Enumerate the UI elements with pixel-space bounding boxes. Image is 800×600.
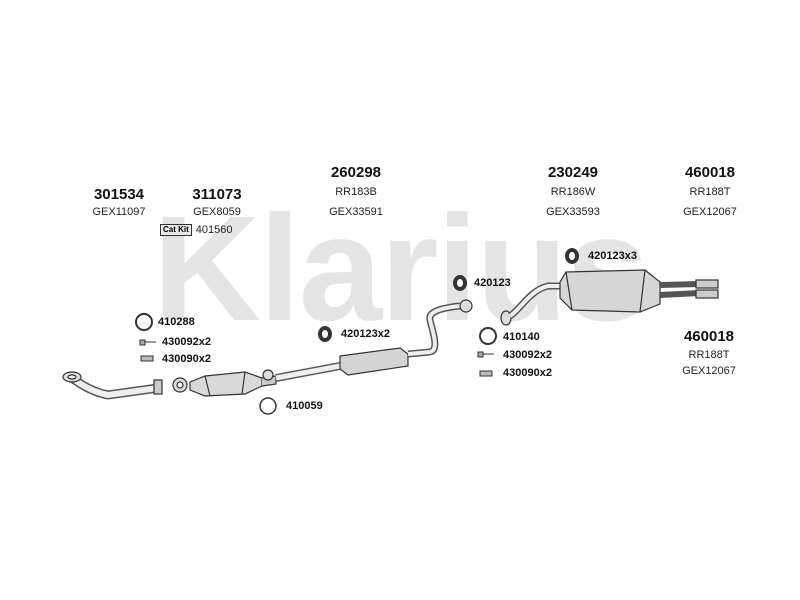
centre-silencer — [275, 299, 473, 382]
label-410140: 410140 — [503, 331, 540, 343]
nut-right-icon — [479, 370, 493, 377]
rear-silencer — [500, 269, 719, 326]
label-430092-left: 430092x2 — [162, 336, 211, 348]
part-ref-rear-2: RR188T — [688, 349, 730, 361]
part-sub-centre-silencer: GEX33591 — [329, 206, 383, 218]
nut-icon — [140, 355, 154, 362]
part-sub-front-pipe: GEX11097 — [92, 206, 146, 218]
label-420123x2: 420123x2 — [341, 328, 390, 340]
part-ref-rear-silencer: RR186W — [550, 186, 596, 198]
part-number-centre-silencer: 260298 — [330, 164, 382, 181]
label-420123x3: 420123x3 — [588, 250, 637, 262]
label-420123: 420123 — [474, 277, 511, 289]
part-number-front-pipe: 301534 — [93, 186, 145, 203]
part-ref-tailpipe: RR188T — [689, 186, 731, 198]
label-410059: 410059 — [286, 400, 323, 412]
part-ref-centre-silencer: RR183B — [335, 186, 377, 198]
front-pipe — [62, 371, 163, 400]
mount-420123-icon — [453, 275, 467, 291]
label-430090-left: 430090x2 — [162, 353, 211, 365]
part-sub-catalyst: GEX8059 — [193, 206, 241, 218]
part-sub-tailpipe: GEX12067 — [683, 206, 737, 218]
label-410288: 410288 — [158, 316, 195, 328]
ring-410140-icon — [479, 327, 497, 345]
part-number-catalyst: 311073 — [192, 186, 242, 203]
part-number-tailpipe: 460018 — [684, 164, 736, 181]
mount-420123x2-icon — [318, 326, 332, 342]
label-430090-right: 430090x2 — [503, 367, 552, 379]
watermark-text: Klarius — [153, 184, 648, 352]
part-sub-rear-2: GEX12067 — [682, 365, 736, 377]
cat-kit-tag: Cat Kit — [160, 224, 192, 236]
part-sub-rear-silencer: GEX33593 — [546, 206, 600, 218]
cat-kit-row: Cat Kit 401560 — [160, 224, 233, 236]
catalytic-converter — [172, 369, 277, 397]
bolt-right-icon — [477, 351, 494, 358]
part-number-rear-2: 460018 — [683, 328, 735, 345]
label-430092-right: 430092x2 — [503, 349, 552, 361]
part-number-rear-silencer: 230249 — [547, 164, 599, 181]
gasket-410059-icon — [259, 397, 277, 415]
mount-420123x3-icon — [565, 248, 579, 264]
bolt-icon — [139, 339, 156, 346]
cat-kit-number: 401560 — [195, 224, 233, 236]
clamp-410288-icon — [135, 313, 153, 331]
